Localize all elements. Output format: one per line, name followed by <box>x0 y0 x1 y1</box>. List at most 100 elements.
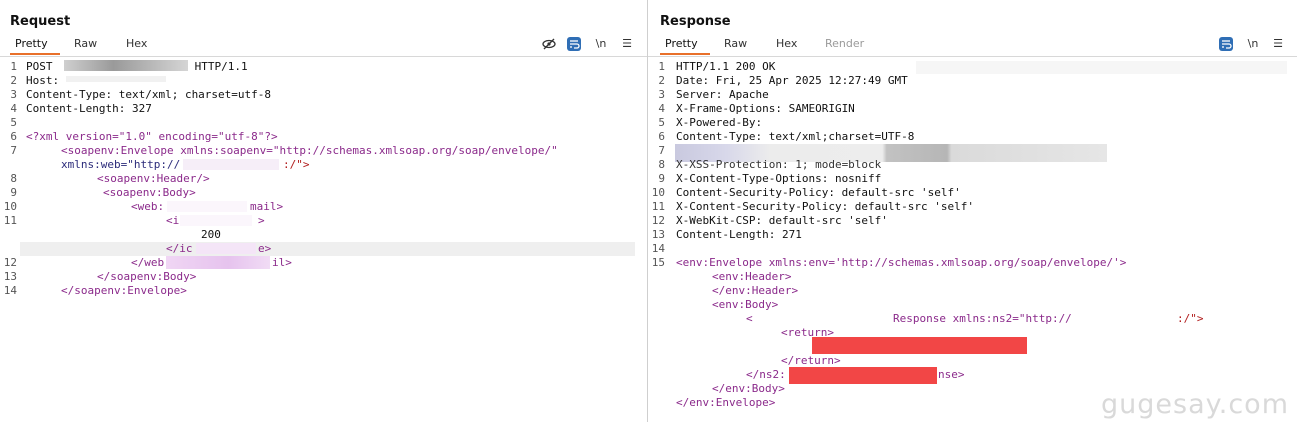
request-panel: Request Pretty Raw Hex \n ☰ 1 2 3 4 5 6 … <box>0 0 648 422</box>
line-number: 12 <box>3 256 17 269</box>
response-line-3: Server: Apache <box>676 88 769 101</box>
request-line-10a: <web: <box>131 200 165 213</box>
line-number: 5 <box>658 116 665 129</box>
request-line-1-version: HTTP/1.1 <box>188 60 248 73</box>
line-number: 2 <box>658 74 665 87</box>
redacted-param <box>180 215 252 226</box>
request-line-7a: <soapenv:Envelope xmlns:soapenv="http://… <box>61 144 558 157</box>
line-number: 8 <box>10 172 17 185</box>
request-line-11a: <i <box>166 214 180 227</box>
response-title: Response <box>660 14 731 29</box>
redacted-operation-close <box>166 256 270 269</box>
request-tab-hex[interactable]: Hex <box>126 37 148 50</box>
request-title: Request <box>10 14 71 29</box>
response-line-11: X-Content-Security-Policy: default-src '… <box>676 200 975 213</box>
redacted-return-value <box>812 337 1027 354</box>
request-line-3: Content-Type: text/xml; charset=utf-8 <box>26 88 272 101</box>
request-tab-pretty[interactable]: Pretty <box>10 37 60 55</box>
response-tab-raw[interactable]: Raw <box>724 37 748 50</box>
line-number: 1 <box>658 60 665 73</box>
menu-icon[interactable]: ☰ <box>1273 37 1283 50</box>
line-number: 6 <box>10 130 17 143</box>
line-number: 10 <box>651 186 665 199</box>
newline-toggle[interactable]: \n <box>595 37 607 50</box>
line-number: 13 <box>651 228 665 241</box>
line-number: 15 <box>651 256 665 269</box>
request-line-1-method: POST <box>26 60 60 73</box>
response-tab-pretty[interactable]: Pretty <box>660 37 710 55</box>
wrap-lines-icon[interactable] <box>567 37 581 51</box>
request-line-10b: mail> <box>250 200 284 213</box>
redacted-param-close <box>196 243 256 254</box>
request-line-11c: </ic <box>166 242 193 255</box>
redacted-header-line-7 <box>675 144 1107 162</box>
line-number: 12 <box>651 214 665 227</box>
response-env-close: </env:Envelope> <box>676 396 776 409</box>
request-line-4: Content-Length: 327 <box>26 102 152 115</box>
response-ns2-end-tail: nse> <box>938 368 965 381</box>
response-ns2-open: < <box>746 312 753 325</box>
request-line-14: </soapenv:Envelope> <box>61 284 187 297</box>
response-tab-hex[interactable]: Hex <box>776 37 798 50</box>
response-tabs: Pretty Raw Hex Render <box>648 37 1297 57</box>
request-line-12a: </web <box>131 256 165 269</box>
redacted-response-name <box>789 367 937 384</box>
response-env-body-close: </env:Body> <box>712 382 785 395</box>
request-tabs: Pretty Raw Hex <box>0 37 647 57</box>
response-tab-render[interactable]: Render <box>825 37 865 50</box>
response-line-15: <env:Envelope xmlns:env='http://schemas.… <box>676 256 1127 269</box>
response-line-9: X-Content-Type-Options: nosniff <box>676 172 882 185</box>
request-line-11d: e> <box>258 242 272 255</box>
watermark: gugesay.com <box>1101 389 1289 420</box>
line-number: 6 <box>658 130 665 143</box>
line-number: 5 <box>10 116 17 129</box>
redacted-header-area <box>916 61 1287 74</box>
request-param-value: 200 <box>201 228 221 241</box>
response-ns2-end: </ns2: <box>746 368 786 381</box>
redacted-namespace <box>183 159 279 170</box>
request-line-8: <soapenv:Header/> <box>97 172 210 185</box>
response-line-13: Content-Length: 271 <box>676 228 802 241</box>
response-ns2-response: Response xmlns:ns2="http:// <box>893 312 1072 325</box>
wrap-lines-icon[interactable] <box>1219 37 1233 51</box>
redacted-operation <box>167 201 247 212</box>
redacted-host <box>66 76 166 82</box>
response-line-1: HTTP/1.1 200 OK <box>676 60 776 73</box>
line-number: 3 <box>10 88 17 101</box>
response-line-2: Date: Fri, 25 Apr 2025 12:27:49 GMT <box>676 74 908 87</box>
request-line-7c: :/"> <box>283 158 310 171</box>
response-line-5: X-Powered-By: <box>676 116 763 129</box>
line-number: 9 <box>658 172 665 185</box>
line-number: 1 <box>10 60 17 73</box>
response-env-header-close: </env:Header> <box>712 284 799 297</box>
request-line-9: <soapenv:Body> <box>103 186 196 199</box>
response-line-12: X-WebKit-CSP: default-src 'self' <box>676 214 888 227</box>
menu-icon[interactable]: ☰ <box>622 37 632 50</box>
request-line-11b: > <box>258 214 265 227</box>
line-number: 13 <box>3 270 17 283</box>
line-number: 3 <box>658 88 665 101</box>
line-number: 10 <box>3 200 17 213</box>
line-number: 4 <box>10 102 17 115</box>
response-line-10: Content-Security-Policy: default-src 'se… <box>676 186 961 199</box>
request-line-13: </soapenv:Body> <box>97 270 197 283</box>
line-number: 11 <box>651 200 665 213</box>
current-line-highlight <box>20 242 635 256</box>
line-number: 7 <box>658 144 665 157</box>
request-tab-raw[interactable]: Raw <box>74 37 98 50</box>
line-number: 14 <box>3 284 17 297</box>
line-number: 11 <box>3 214 17 227</box>
line-number: 14 <box>651 242 665 255</box>
line-number: 9 <box>10 186 17 199</box>
line-number: 7 <box>10 144 17 157</box>
line-number: 2 <box>10 74 17 87</box>
response-return-open: <return> <box>781 326 834 339</box>
request-line-6: <?xml version="1.0" encoding="utf-8"?> <box>26 130 278 143</box>
newline-toggle[interactable]: \n <box>1247 37 1259 50</box>
hide-whitespace-icon[interactable] <box>542 37 556 51</box>
response-line-4: X-Frame-Options: SAMEORIGIN <box>676 102 855 115</box>
response-env-header: <env:Header> <box>712 270 792 283</box>
response-panel: Response Pretty Raw Hex Render \n ☰ 1 2 … <box>648 0 1297 422</box>
response-return-close: </return> <box>781 354 841 367</box>
request-line-7b: xmlns:web="http:// <box>61 158 181 171</box>
